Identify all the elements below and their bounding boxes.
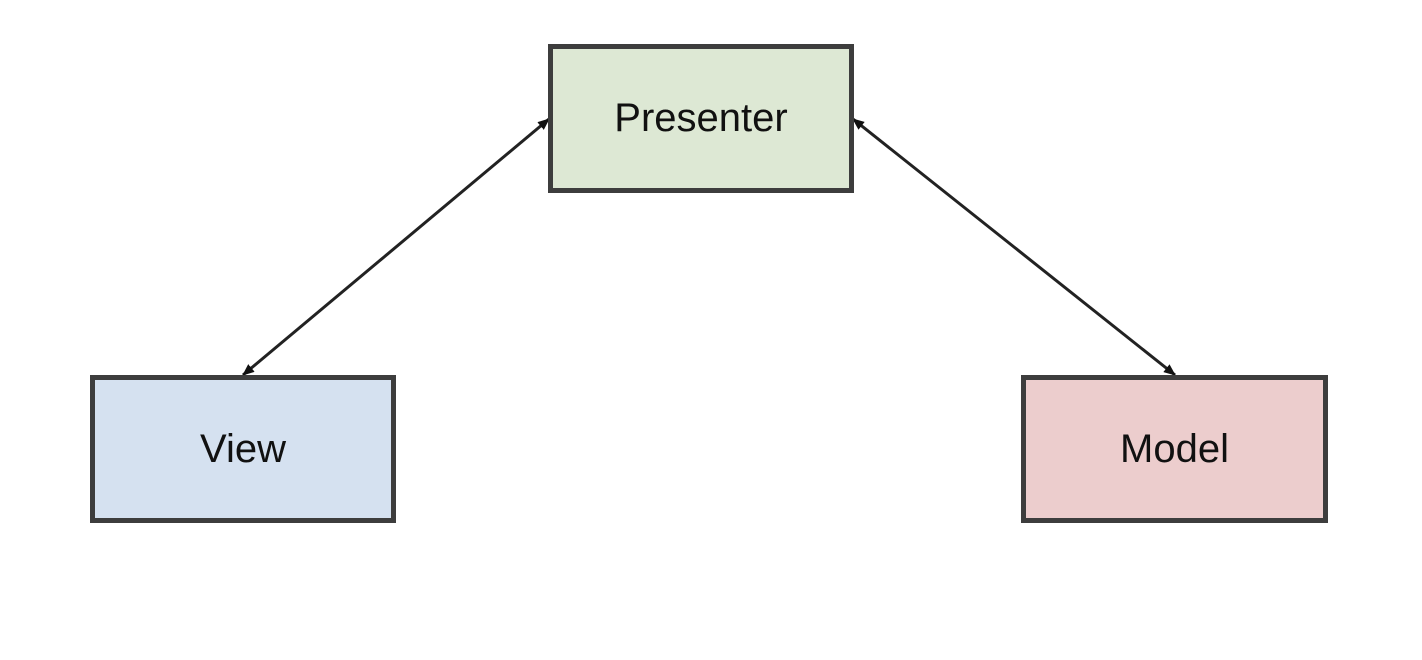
view-label: View xyxy=(200,426,286,471)
presenter-label: Presenter xyxy=(614,96,788,140)
connector-presenter-model xyxy=(852,117,1176,377)
model-label: Model xyxy=(1120,426,1229,471)
view-box: View xyxy=(90,375,396,523)
presenter-box: Presenter xyxy=(548,44,854,193)
model-box: Model xyxy=(1021,375,1328,523)
connector-presenter-view xyxy=(242,117,550,377)
